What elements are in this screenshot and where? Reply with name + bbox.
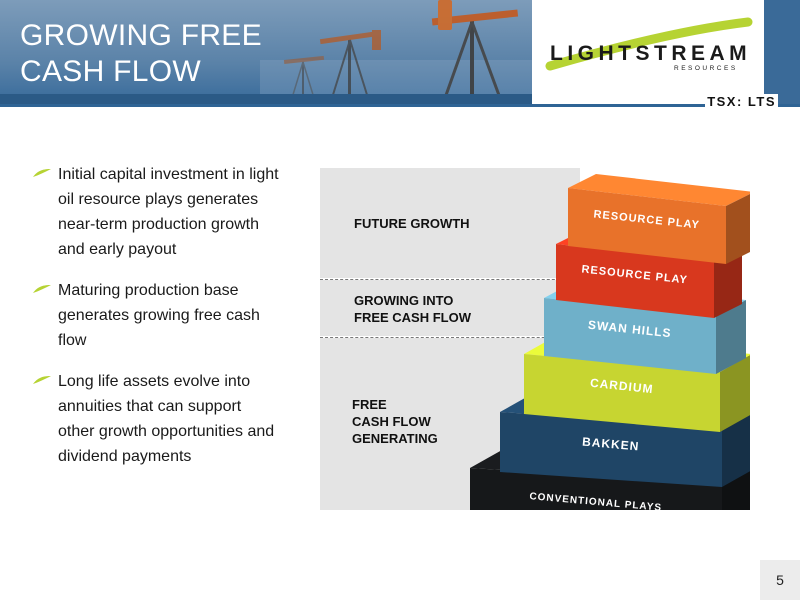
header-banner: GROWING FREE CASH FLOW [0, 0, 532, 106]
page-number-box: 5 [760, 560, 800, 600]
header-edge [764, 0, 800, 106]
title-line-1: GROWING FREE [20, 19, 262, 52]
band-label-growing: GROWING INTO FREE CASH FLOW [354, 293, 471, 325]
layer-side-face [716, 300, 746, 374]
layer-label: CARDIUM [589, 376, 654, 397]
bullet-item: Maturing production base generates growi… [32, 278, 282, 353]
layer-side-face [720, 355, 750, 432]
layer-stack-diagram: FUTURE GROWTH GROWING INTO FREE CASH FLO… [320, 168, 750, 510]
layer-front-face [544, 298, 716, 374]
logo-swoosh-icon [545, 17, 753, 71]
layer-side-face [722, 411, 750, 487]
bullet-item: Initial capital investment in light oil … [32, 162, 282, 262]
bullet-item: Long life assets evolve into annuities t… [32, 369, 282, 469]
layer-resource-play: RESOURCE PLAY [568, 174, 750, 264]
layer-front-face [524, 354, 720, 432]
band-divider [320, 279, 580, 280]
title-line-2: CASH FLOW [20, 55, 202, 88]
leaf-bullet-icon [33, 169, 51, 177]
band-future-growth [320, 168, 580, 278]
bullet-list: Initial capital investment in light oil … [32, 162, 282, 485]
layer-side-face [722, 467, 750, 510]
slide-title: GROWING FREE CASH FLOW [20, 18, 262, 90]
layer-front-face [556, 244, 714, 318]
header-rule [0, 104, 800, 107]
leaf-bullet-icon [33, 376, 51, 384]
band-divider [320, 337, 580, 338]
layer-front-face [568, 188, 726, 264]
company-logo: LIGHTSTREAM RESOURCES [532, 0, 764, 106]
layer-side-face [714, 248, 742, 318]
bullet-text: Long life assets evolve into annuities t… [58, 373, 275, 465]
layer-front-face [470, 468, 722, 510]
ticker-symbol: TSX: LTS [705, 94, 778, 109]
layer-top-face [568, 174, 750, 206]
bullet-text: Initial capital investment in light oil … [58, 166, 279, 258]
band-label-future-growth: FUTURE GROWTH [354, 216, 470, 231]
pumpjack-large [431, 0, 519, 99]
pumpjack-small [283, 55, 325, 99]
band-label-free-cash-flow: FREE CASH FLOW GENERATING [352, 397, 438, 446]
logo-wordmark: LIGHTSTREAM [550, 42, 751, 65]
band-growing [320, 280, 580, 336]
page-number: 5 [776, 572, 784, 588]
layer-front-face [500, 412, 722, 487]
logo-subtext: RESOURCES [674, 65, 738, 72]
slide-header: GROWING FREE CASH FLOW LIGHTSTREAM RESOU… [0, 0, 800, 109]
bullet-text: Maturing production base generates growi… [58, 282, 260, 349]
pumpjack-medium [319, 30, 381, 99]
leaf-bullet-icon [33, 285, 51, 293]
layer-label: BAKKEN [582, 435, 640, 454]
layer-side-face [726, 194, 750, 264]
oil-pumpjacks-photo [0, 0, 532, 106]
